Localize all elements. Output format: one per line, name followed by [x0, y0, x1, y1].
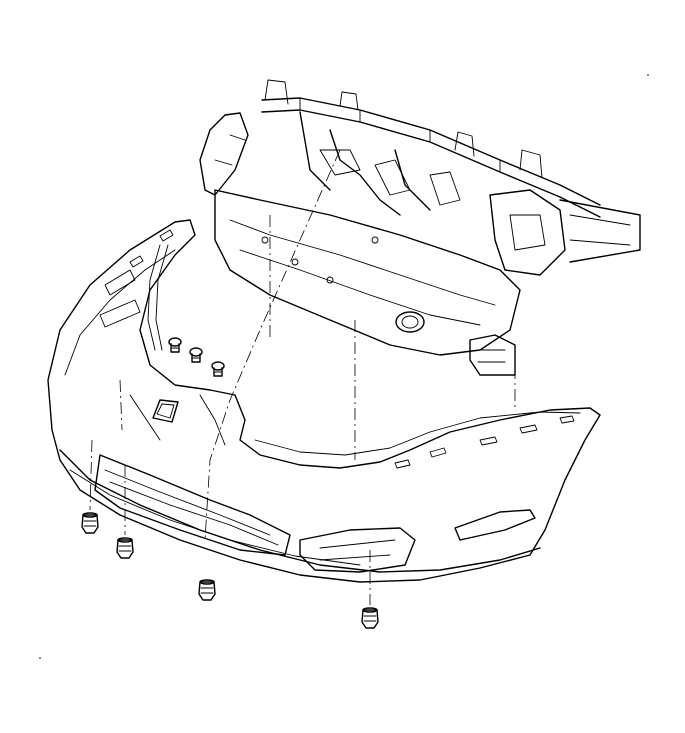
push-pin-icon: [189, 347, 203, 363]
alignment-lines: [89, 149, 516, 605]
stray-mark: [39, 657, 41, 659]
fastener-icon: [361, 607, 379, 629]
vehicle-front-structure: [199, 79, 641, 376]
push-pin-icon: [168, 337, 182, 353]
fastener-icon: [116, 537, 134, 559]
fastener-icon: [81, 512, 99, 534]
fastener-icon: [198, 579, 216, 601]
stray-mark: [647, 74, 649, 76]
bumper-fascia: [47, 219, 601, 583]
lower-fasteners: [81, 512, 379, 629]
push-pin-icon: [211, 361, 225, 377]
upper-push-pins: [168, 337, 225, 377]
